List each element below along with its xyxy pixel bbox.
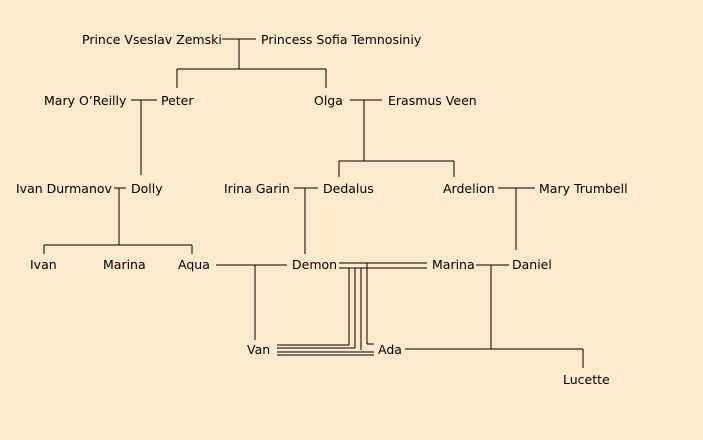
person-marina-veen: Marina bbox=[103, 257, 146, 272]
person-mary-trumbell: Mary Trumbell bbox=[539, 181, 628, 196]
person-mary-oreilly: Mary O’Reilly bbox=[44, 93, 127, 108]
person-prince-vseslav-zemski: Prince Vseslav Zemski bbox=[82, 32, 222, 47]
person-demon: Demon bbox=[292, 257, 338, 272]
person-dolly: Dolly bbox=[131, 181, 163, 196]
person-ardelion: Ardelion bbox=[443, 181, 495, 196]
person-ada: Ada bbox=[378, 342, 402, 357]
person-princess-sofia-temnosiniy: Princess Sofia Temnosiniy bbox=[261, 32, 422, 47]
person-lucette: Lucette bbox=[563, 372, 610, 387]
person-irina-garin: Irina Garin bbox=[224, 181, 290, 196]
person-van: Van bbox=[247, 342, 271, 357]
person-marina-durmanov: Marina bbox=[432, 257, 475, 272]
person-ivan: Ivan bbox=[30, 257, 57, 272]
person-dedalus: Dedalus bbox=[323, 181, 374, 196]
person-aqua: Aqua bbox=[178, 257, 210, 272]
person-ivan-durmanov: Ivan Durmanov bbox=[16, 181, 112, 196]
person-erasmus-veen: Erasmus Veen bbox=[388, 93, 477, 108]
person-peter: Peter bbox=[161, 93, 194, 108]
person-daniel: Daniel bbox=[512, 257, 552, 272]
person-olga: Olga bbox=[314, 93, 343, 108]
